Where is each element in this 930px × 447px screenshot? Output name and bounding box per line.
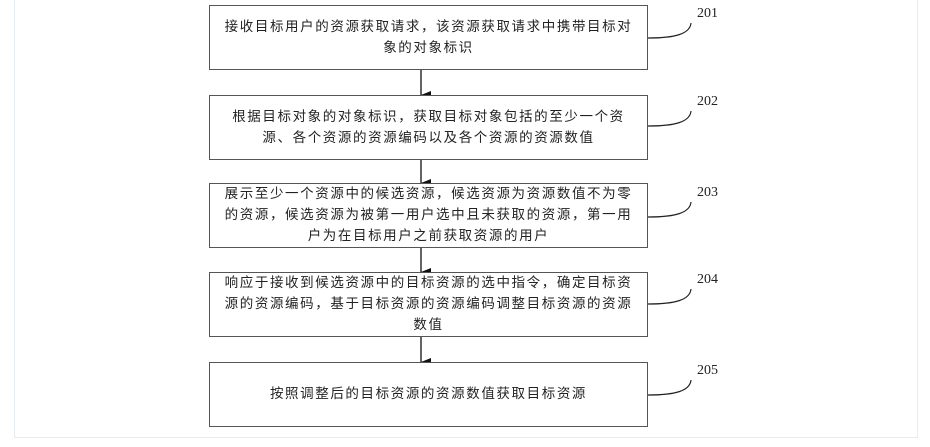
step-text: 展示至少一个资源中的候选资源，候选资源为资源数值不为零的资源，候选资源为被第一用… xyxy=(224,186,633,244)
leader-line-204 xyxy=(647,288,692,305)
step-text: 根据目标对象的对象标识，获取目标对象包括的至少一个资源、各个资源的资源编码以及各… xyxy=(232,108,625,146)
step-box-204: 响应于接收到候选资源中的目标资源的选中指令，确定目标资源的资源编码，基于目标资源… xyxy=(209,272,648,337)
leader-line-201 xyxy=(647,22,692,39)
step-label-204: 204 xyxy=(697,272,718,287)
step-label-202: 202 xyxy=(697,94,718,109)
page-frame xyxy=(14,0,918,438)
step-text: 响应于接收到候选资源中的目标资源的选中指令，确定目标资源的资源编码，基于目标资源… xyxy=(224,275,633,333)
step-label-205: 205 xyxy=(697,363,718,378)
step-text: 接收目标用户的资源获取请求，该资源获取请求中携带目标对象的对象标识 xyxy=(224,18,633,56)
leader-line-202 xyxy=(647,110,692,127)
step-box-202: 根据目标对象的对象标识，获取目标对象包括的至少一个资源、各个资源的资源编码以及各… xyxy=(209,95,648,160)
leader-line-205 xyxy=(647,379,692,396)
step-box-203: 展示至少一个资源中的候选资源，候选资源为资源数值不为零的资源，候选资源为被第一用… xyxy=(209,183,648,248)
leader-line-203 xyxy=(647,201,692,218)
step-text: 按照调整后的目标资源的资源数值获取目标资源 xyxy=(269,386,588,402)
step-label-203: 203 xyxy=(697,185,718,200)
step-label-201: 201 xyxy=(697,6,718,21)
step-box-205: 按照调整后的目标资源的资源数值获取目标资源 xyxy=(209,362,648,427)
step-box-201: 接收目标用户的资源获取请求，该资源获取请求中携带目标对象的对象标识 xyxy=(209,5,648,70)
